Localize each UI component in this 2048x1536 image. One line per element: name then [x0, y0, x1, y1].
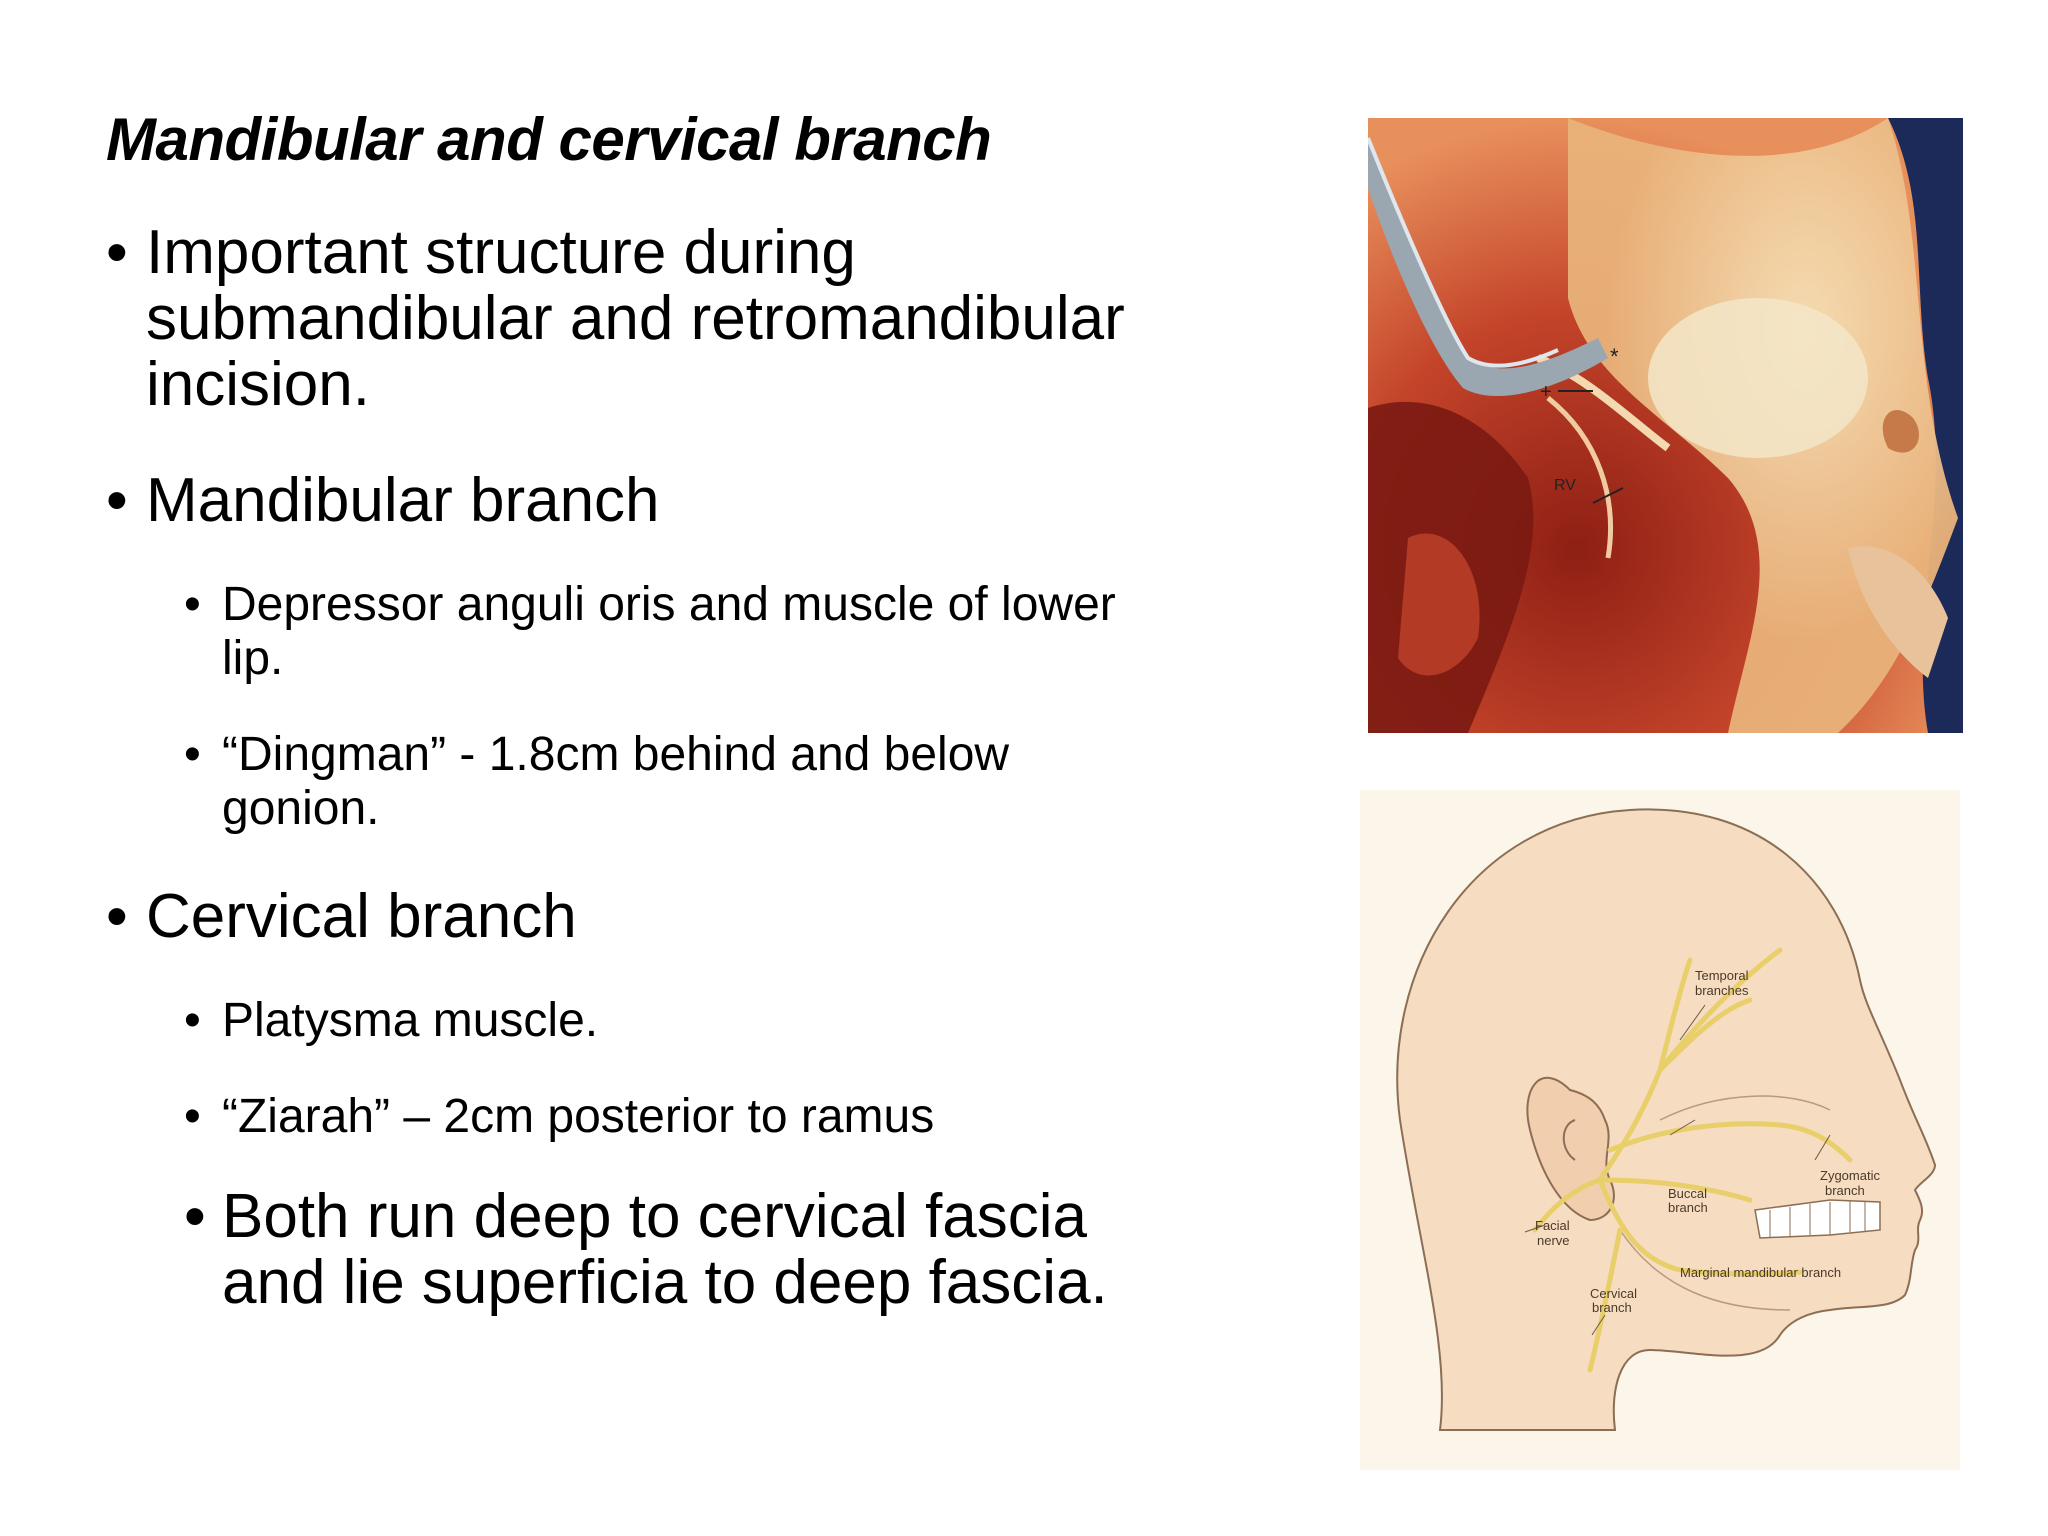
photo-label-asterisk: *	[1610, 344, 1619, 369]
label-facial-line2: nerve	[1537, 1233, 1570, 1248]
photo-label-plus: +	[1540, 381, 1552, 403]
sub-bullet-item: • “Ziarah” – 2cm posterior to ramus	[184, 1090, 934, 1144]
label-zygomatic-line2: branch	[1825, 1183, 1865, 1198]
sub-bullet-text: Depressor anguli oris and muscle of lowe…	[222, 578, 1116, 685]
bullet-dot: •	[184, 1182, 206, 1251]
facial-nerve-diagram: Temporal branches Zygomatic branch Bucca…	[1360, 790, 1960, 1470]
facial-nerve-illustration: Temporal branches Zygomatic branch Bucca…	[1360, 790, 1960, 1470]
label-cervical-line1: Cervical	[1590, 1286, 1637, 1301]
sub-bullet-item: • Depressor anguli oris and muscle of lo…	[184, 578, 1222, 686]
dissection-photo: * + RV	[1368, 118, 1963, 733]
bullet-text: Important structure during submandibular…	[146, 218, 1125, 419]
photo-label-rv: RV	[1554, 477, 1576, 494]
bullet-text: Cervical branch	[146, 882, 577, 951]
bullet-dot: •	[184, 994, 201, 1047]
bullet-dot: •	[184, 728, 201, 781]
sub-bullet-text: “Dingman” - 1.8cm behind and below gonio…	[222, 728, 1010, 835]
label-temporal-line2: branches	[1695, 983, 1749, 998]
dissection-photo-graphic: * + RV	[1368, 118, 1963, 733]
bullet-dot: •	[106, 882, 128, 951]
bullet-dot: •	[106, 218, 128, 287]
bullet-dot: •	[184, 578, 201, 631]
label-facial-line1: Facial	[1535, 1218, 1570, 1233]
sub-bullet-text: “Ziarah” – 2cm posterior to ramus	[222, 1090, 935, 1143]
label-zygomatic-line1: Zygomatic	[1820, 1168, 1880, 1183]
label-marginal-mandibular: Marginal mandibular branch	[1680, 1265, 1841, 1280]
label-temporal-line1: Temporal	[1695, 968, 1749, 983]
label-buccal-line1: Buccal	[1668, 1186, 1707, 1201]
bullet-text: Mandibular branch	[146, 466, 660, 535]
bullet-item: • Important structure during submandibul…	[106, 220, 1246, 418]
sub-bullet-item: • Both run deep to cervical fascia and l…	[184, 1184, 1222, 1316]
bullet-item: • Mandibular branch	[106, 468, 660, 534]
sub-bullet-item: • Platysma muscle.	[184, 994, 598, 1048]
facial-nerve-branches	[1532, 947, 1853, 1373]
bullet-item: • Cervical branch	[106, 884, 577, 950]
label-buccal-line2: branch	[1668, 1200, 1708, 1215]
bullet-dot: •	[184, 1090, 201, 1143]
bullet-dot: •	[106, 466, 128, 535]
slide-title: Mandibular and cervical branch	[106, 106, 992, 173]
label-cervical-line2: branch	[1592, 1300, 1632, 1315]
sub-bullet-item: • “Dingman” - 1.8cm behind and below gon…	[184, 728, 1222, 836]
sub-bullet-text: Both run deep to cervical fascia and lie…	[222, 1182, 1108, 1317]
sub-bullet-text: Platysma muscle.	[222, 994, 599, 1047]
